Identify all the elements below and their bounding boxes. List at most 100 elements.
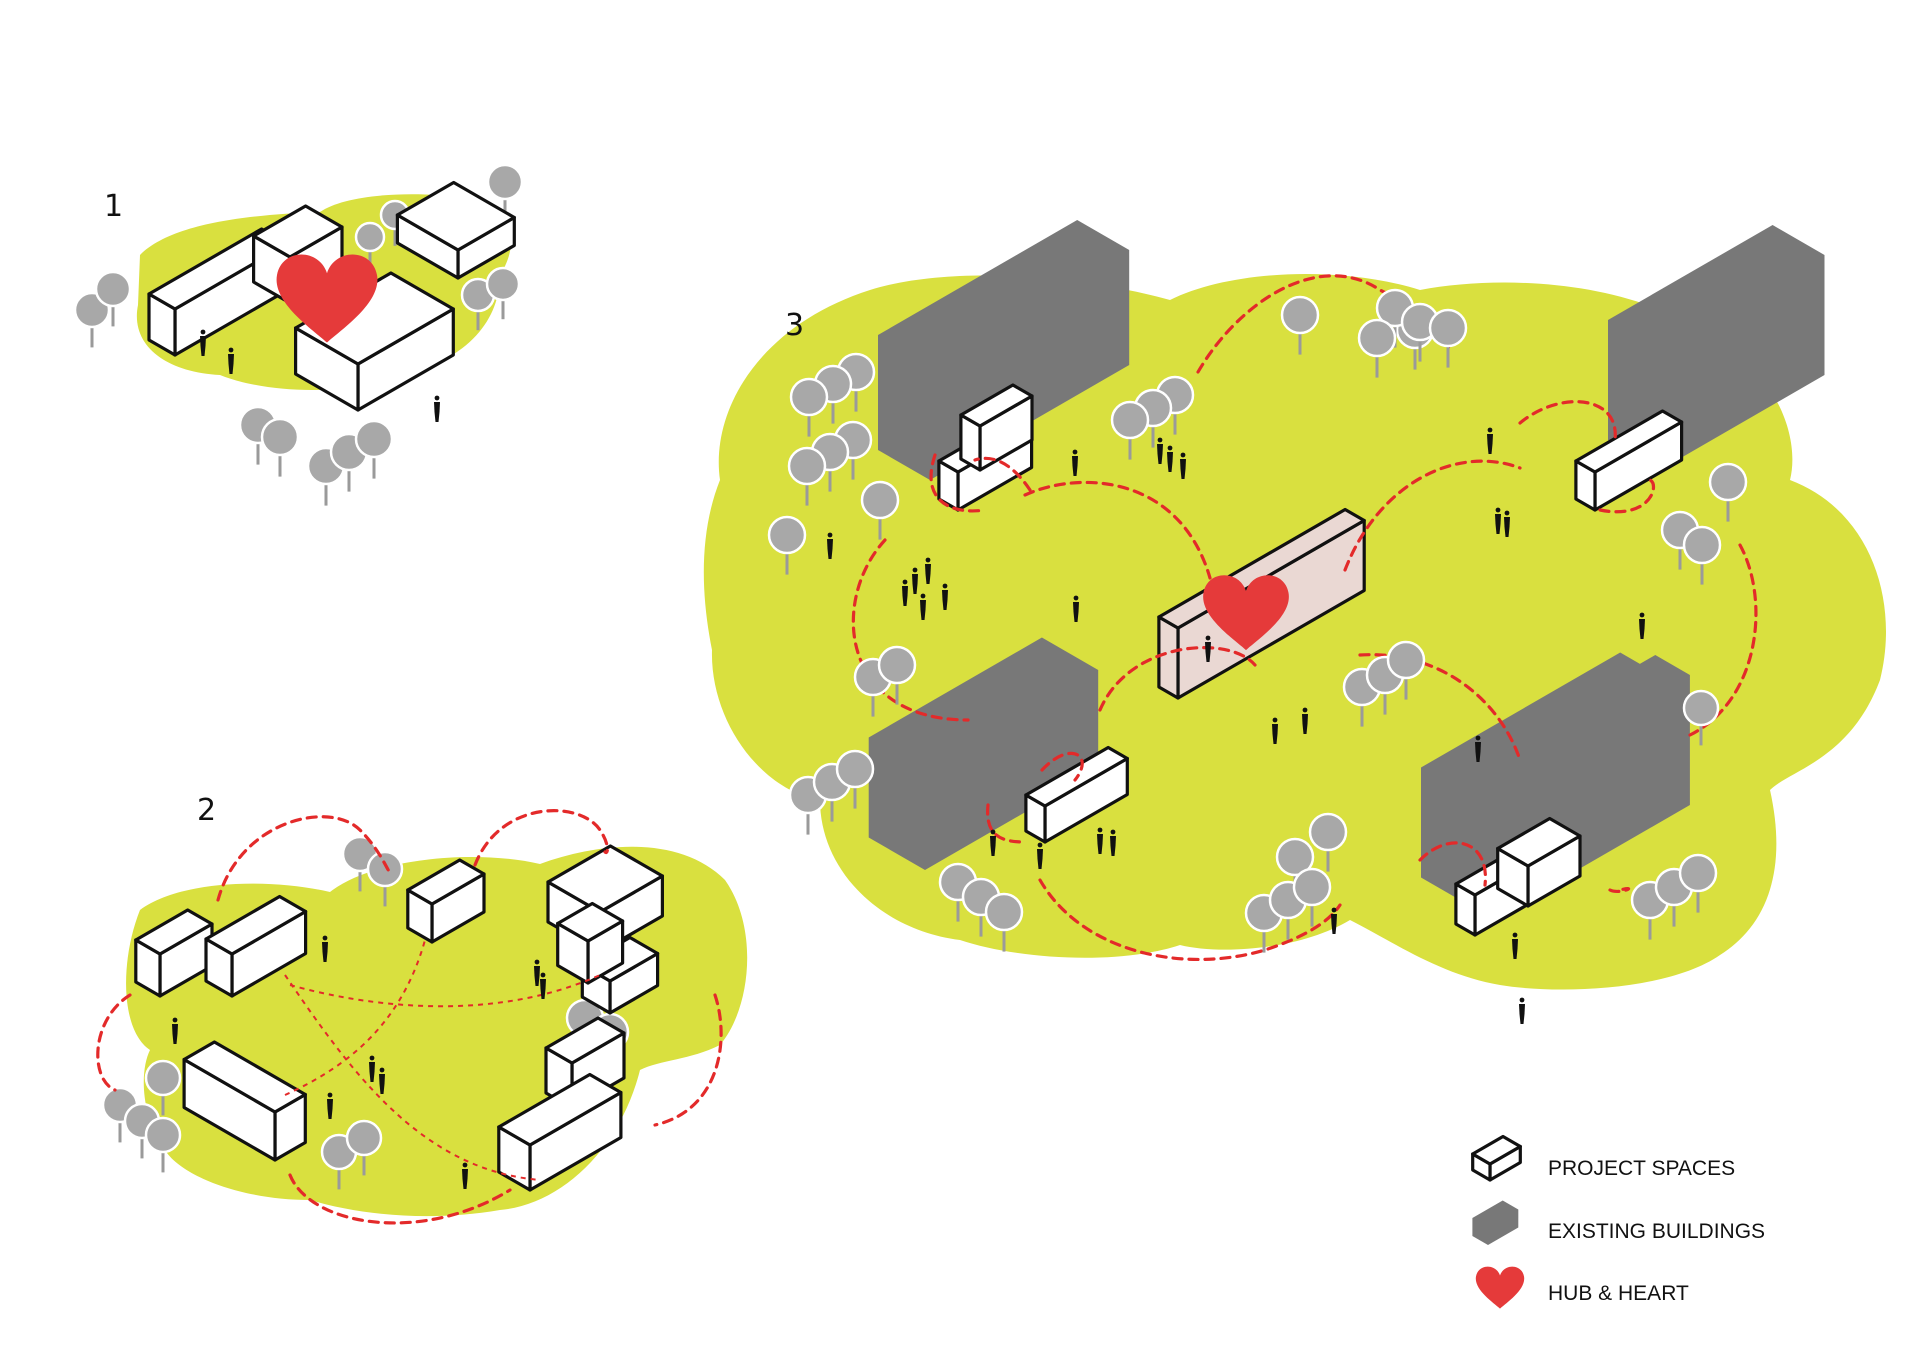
hub-heart-icon: [1203, 575, 1289, 651]
person: [1331, 907, 1337, 934]
tree: [984, 892, 1024, 952]
person: [1475, 735, 1481, 762]
person: [369, 1055, 375, 1082]
person: [1180, 452, 1186, 479]
person: [1519, 997, 1525, 1024]
person: [1073, 595, 1079, 622]
existing-building-icon: [1472, 1200, 1519, 1245]
connection-line: [1038, 878, 1342, 962]
person: [1157, 437, 1163, 464]
tree: [1280, 295, 1320, 355]
person: [827, 532, 833, 559]
project-space: [959, 383, 1034, 472]
tree: [1682, 525, 1722, 585]
connection-line: [653, 993, 723, 1127]
project-space: [134, 908, 214, 998]
person: [902, 579, 908, 606]
project-space: [1574, 409, 1684, 512]
person: [200, 329, 206, 356]
person: [1512, 932, 1518, 959]
project-space: [204, 894, 308, 998]
tree: [787, 446, 827, 506]
person: [1495, 507, 1501, 534]
person: [534, 959, 540, 986]
person: [920, 593, 926, 620]
legend-label-hub-heart: HUB & HEART: [1548, 1282, 1689, 1305]
stage-1-label: 1: [104, 189, 123, 224]
connection-line: [1098, 646, 1257, 712]
connection-line: [929, 453, 987, 513]
project-space: [556, 901, 625, 985]
person: [1072, 449, 1078, 476]
tree: [485, 266, 521, 320]
person: [1167, 445, 1173, 472]
person: [540, 972, 546, 999]
connection-line: [1343, 459, 1522, 572]
person: [1487, 427, 1493, 454]
tree: [1428, 308, 1468, 368]
project-space: [294, 271, 455, 412]
connection-line: [1418, 841, 1487, 887]
existing-building: [868, 637, 1099, 870]
tree: [366, 850, 404, 907]
person: [1639, 612, 1645, 639]
person: [322, 935, 328, 962]
person: [462, 1162, 468, 1189]
existing-building: [878, 220, 1130, 480]
connection-line: [1608, 886, 1630, 894]
person: [1504, 510, 1510, 537]
connection-line: [1598, 478, 1656, 514]
legend: [1471, 1134, 1525, 1309]
tree: [345, 1119, 383, 1176]
person: [1272, 717, 1278, 744]
tree: [835, 749, 875, 809]
person: [1302, 707, 1308, 734]
heart-icon: [1475, 1266, 1525, 1309]
person: [1205, 635, 1211, 662]
connection-line: [1040, 751, 1084, 782]
stage-3-label: 3: [785, 308, 804, 343]
connection-line: [851, 538, 970, 722]
diagram-elements: [73, 163, 1825, 1225]
connection-line: [288, 1173, 512, 1225]
existing-building: [1608, 225, 1825, 470]
legend-label-project-spaces: PROJECT SPACES: [1548, 1157, 1735, 1180]
person: [327, 1092, 333, 1119]
connection-line: [284, 939, 426, 1096]
connection-line: [986, 803, 1027, 844]
connection-line: [473, 809, 609, 867]
tree: [1708, 462, 1748, 522]
person: [434, 395, 440, 422]
person: [925, 557, 931, 584]
tree: [1386, 640, 1426, 700]
hub-heart-icon: [276, 254, 378, 343]
tree: [94, 270, 132, 327]
person: [379, 1067, 385, 1094]
person: [990, 829, 996, 856]
connection-line: [289, 974, 601, 1008]
project-space: [182, 1040, 307, 1162]
project-space-icon: [1471, 1134, 1522, 1182]
connection-line: [284, 974, 541, 1181]
connection-line: [973, 456, 1032, 492]
connection-line: [1358, 653, 1522, 762]
project-space-icon: [1471, 1134, 1522, 1182]
tree: [260, 417, 300, 477]
person: [228, 347, 234, 374]
person: [1097, 827, 1103, 854]
tree: [354, 221, 386, 268]
connection-line: [216, 815, 394, 902]
tree: [789, 377, 829, 437]
tree: [767, 515, 807, 575]
tree: [1682, 689, 1720, 746]
connection-line: [1688, 543, 1758, 737]
person: [172, 1017, 178, 1044]
person: [1110, 829, 1116, 856]
tree: [877, 645, 917, 705]
connection-line: [96, 993, 132, 1092]
tree: [1678, 853, 1718, 913]
tree: [860, 480, 900, 540]
project-space: [544, 1016, 626, 1110]
tree: [354, 419, 394, 479]
